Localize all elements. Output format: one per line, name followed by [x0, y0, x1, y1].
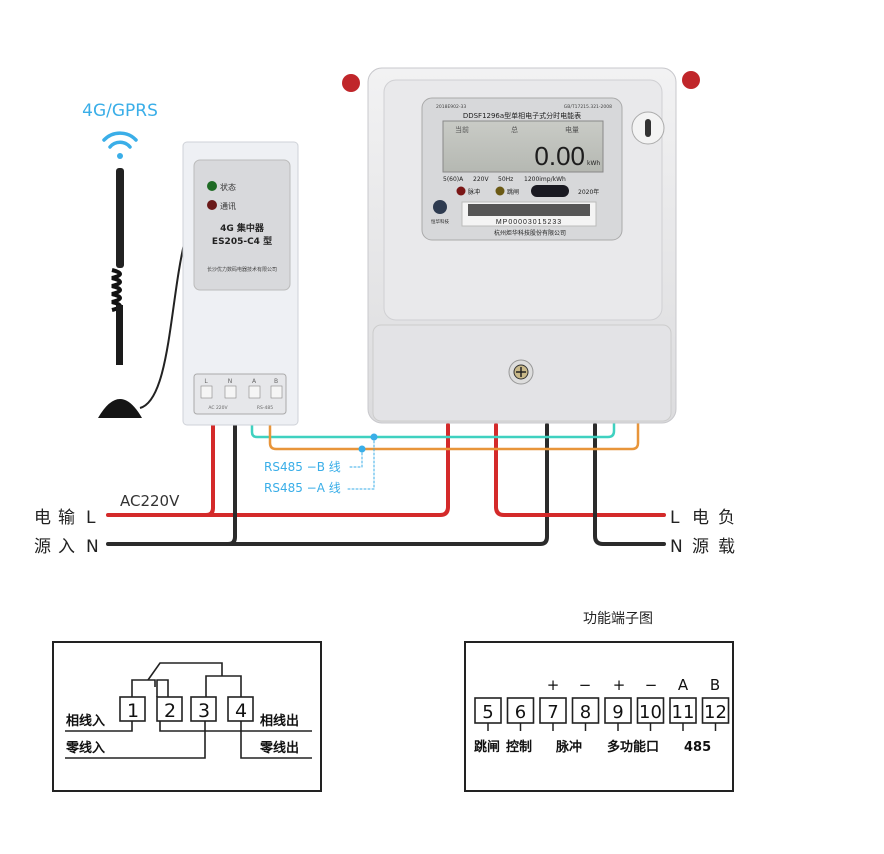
function-terminal-number: 5 — [482, 702, 493, 723]
function-terminal-number: 7 — [547, 702, 558, 723]
seal-right — [682, 71, 700, 89]
svg-text:2: 2 — [164, 700, 176, 722]
svg-text:零线入: 零线入 — [65, 740, 105, 756]
function-terminal-number: 9 — [612, 702, 623, 723]
function-terminal-box — [669, 697, 697, 724]
source-labels: 电 输 L 源 入 N — [34, 508, 99, 557]
seal-left — [342, 74, 360, 92]
svg-text:220V: 220V — [473, 176, 489, 183]
concentrator-title: 4G 集中器 — [220, 222, 265, 234]
svg-text:485: 485 — [684, 740, 711, 755]
rs485-a-label: RS485 −A 线 — [264, 481, 341, 495]
svg-text:−: − — [645, 676, 658, 694]
ir-port — [531, 185, 569, 197]
svg-text:零线出: 零线出 — [259, 740, 299, 756]
svg-text:1: 1 — [127, 700, 139, 722]
svg-text:控制: 控制 — [506, 739, 532, 755]
svg-text:电量: 电量 — [565, 125, 579, 134]
svg-text:杭州炬华科技股份有限公司: 杭州炬华科技股份有限公司 — [494, 229, 566, 237]
svg-text:跳闸: 跳闸 — [507, 188, 519, 196]
status-led — [207, 181, 217, 191]
svg-text:相线入: 相线入 — [66, 713, 105, 729]
svg-text:脉冲: 脉冲 — [555, 739, 582, 755]
svg-text:总: 总 — [511, 125, 518, 134]
meter-serial: MP00003015233 — [496, 219, 562, 226]
svg-text:入: 入 — [58, 537, 75, 557]
barcode — [468, 204, 590, 216]
function-terminal-box — [701, 697, 730, 724]
function-terminal-box — [636, 697, 665, 724]
svg-text:L: L — [86, 508, 96, 528]
svg-text:电: 电 — [34, 508, 51, 528]
comm-led-label: 通讯 — [220, 201, 236, 211]
svg-text:N: N — [228, 378, 233, 385]
brand-logo — [433, 200, 447, 214]
function-terminal-number: 10 — [639, 702, 662, 723]
svg-text:RS-485: RS-485 — [257, 405, 273, 411]
svg-text:A: A — [678, 676, 689, 694]
function-terminal-number: 6 — [515, 702, 526, 723]
svg-text:源: 源 — [34, 537, 51, 557]
svg-text:50Hz: 50Hz — [498, 176, 513, 183]
load-labels: L 电 负 N 源 载 — [670, 508, 735, 557]
svg-text:B: B — [274, 378, 278, 385]
svg-text:跳闸: 跳闸 — [474, 739, 500, 755]
svg-text:kWh: kWh — [587, 160, 600, 167]
svg-text:4: 4 — [235, 700, 247, 722]
rs485-b-label: RS485 −B 线 — [264, 460, 341, 474]
svg-text:N: N — [86, 537, 99, 557]
svg-text:负: 负 — [718, 508, 735, 528]
svg-text:B: B — [710, 676, 720, 694]
svg-text:1200imp/kWh: 1200imp/kWh — [524, 176, 566, 183]
function-terminal-number: 11 — [672, 702, 695, 723]
svg-text:AC 220V: AC 220V — [208, 405, 228, 411]
power-terminal-diagram: 1 2 3 4 相线入 零线入 相线出 零线出 — [52, 641, 322, 792]
antenna: 4G/GPRS — [82, 101, 186, 418]
svg-text:3: 3 — [198, 700, 210, 722]
concentrator-model: ES205-C4 型 — [212, 235, 272, 247]
function-terminal-box — [604, 697, 632, 724]
pulse-led — [456, 186, 466, 196]
function-terminal-number: 8 — [580, 702, 591, 723]
svg-text:电: 电 — [692, 508, 709, 528]
function-terminal-box — [506, 697, 535, 724]
svg-text:−: − — [579, 676, 592, 694]
comm-led — [207, 200, 217, 210]
concentrator-maker: 长沙优力数码电器技术有限公司 — [207, 266, 277, 273]
signal-icon — [102, 131, 138, 159]
svg-text:输: 输 — [58, 508, 75, 528]
lcd-display — [442, 120, 604, 173]
svg-text:A: A — [252, 378, 257, 385]
svg-text:多功能口: 多功能口 — [607, 739, 659, 755]
status-led-label: 状态 — [220, 182, 236, 192]
svg-text:相线出: 相线出 — [260, 713, 299, 729]
energy-meter: 2018E902-33 GB/T17215.321-2008 DDSF1296a… — [342, 67, 700, 424]
svg-text:恒华科技: 恒华科技 — [431, 218, 449, 225]
function-diagram-title: 功能端子图 — [583, 611, 653, 627]
svg-text:L: L — [670, 508, 680, 528]
svg-text:2020年: 2020年 — [578, 188, 599, 196]
svg-text:当前: 当前 — [455, 125, 469, 134]
meter-reading: 0.00 — [534, 141, 585, 171]
svg-text:N: N — [670, 537, 683, 557]
svg-text:脉冲: 脉冲 — [468, 188, 480, 196]
meter-title: DDSF1296a型单相电子式分时电能表 — [463, 111, 581, 120]
svg-text:2018E902-33: 2018E902-33 — [436, 104, 466, 110]
concentrator: 状态 通讯 4G 集中器 ES205-C4 型 长沙优力数码电器技术有限公司 L… — [182, 141, 299, 426]
antenna-label: 4G/GPRS — [82, 101, 158, 121]
voltage-label: AC220V — [120, 492, 180, 510]
svg-text:源: 源 — [692, 537, 709, 557]
wires — [106, 418, 666, 546]
trip-led — [495, 186, 505, 196]
function-terminal-number: 12 — [704, 702, 727, 723]
svg-text:L: L — [204, 378, 208, 385]
svg-text:5(60)A: 5(60)A — [443, 176, 464, 183]
function-terminal-box — [474, 697, 502, 724]
svg-text:+: + — [547, 676, 560, 694]
svg-text:GB/T17215.321-2008: GB/T17215.321-2008 — [564, 104, 612, 110]
svg-text:载: 载 — [718, 537, 735, 557]
svg-text:+: + — [613, 676, 626, 694]
